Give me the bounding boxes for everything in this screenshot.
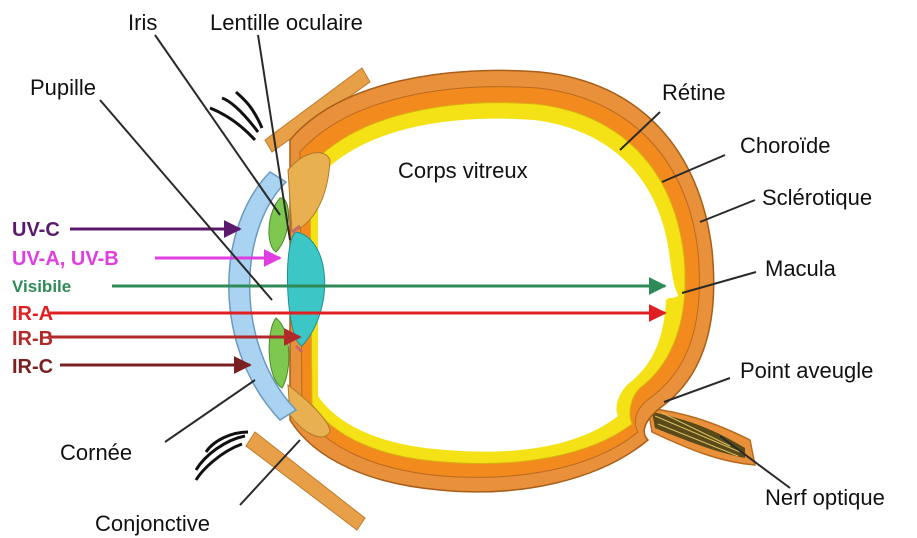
ray-label-uvc: UV-C	[12, 219, 60, 241]
label-retina: Rétine	[662, 80, 726, 105]
eyelashes-top	[210, 92, 262, 140]
label-iris: Iris	[128, 10, 157, 35]
label-blind-spot: Point aveugle	[740, 358, 873, 383]
ray-label-visible: Visibile	[12, 277, 71, 296]
ray-label-irb: IR-B	[12, 328, 53, 350]
label-macula: Macula	[765, 256, 837, 281]
label-vitreous: Corps vitreux	[398, 158, 528, 183]
label-conjunctiva: Conjonctive	[95, 511, 210, 536]
ray-label-uvab: UV-A, UV-B	[12, 248, 119, 270]
label-optic-nerve: Nerf optique	[765, 485, 885, 510]
ray-label-irc: IR-C	[12, 356, 53, 378]
ray-label-ira: IR-A	[12, 303, 53, 325]
label-cornea: Cornée	[60, 440, 132, 465]
label-lens: Lentille oculaire	[210, 10, 363, 35]
label-choroid: Choroïde	[740, 133, 831, 158]
optic-nerve	[648, 408, 755, 465]
eyelashes-bottom	[196, 432, 248, 480]
label-sclera: Sclérotique	[762, 185, 872, 210]
label-pupil: Pupille	[30, 75, 96, 100]
